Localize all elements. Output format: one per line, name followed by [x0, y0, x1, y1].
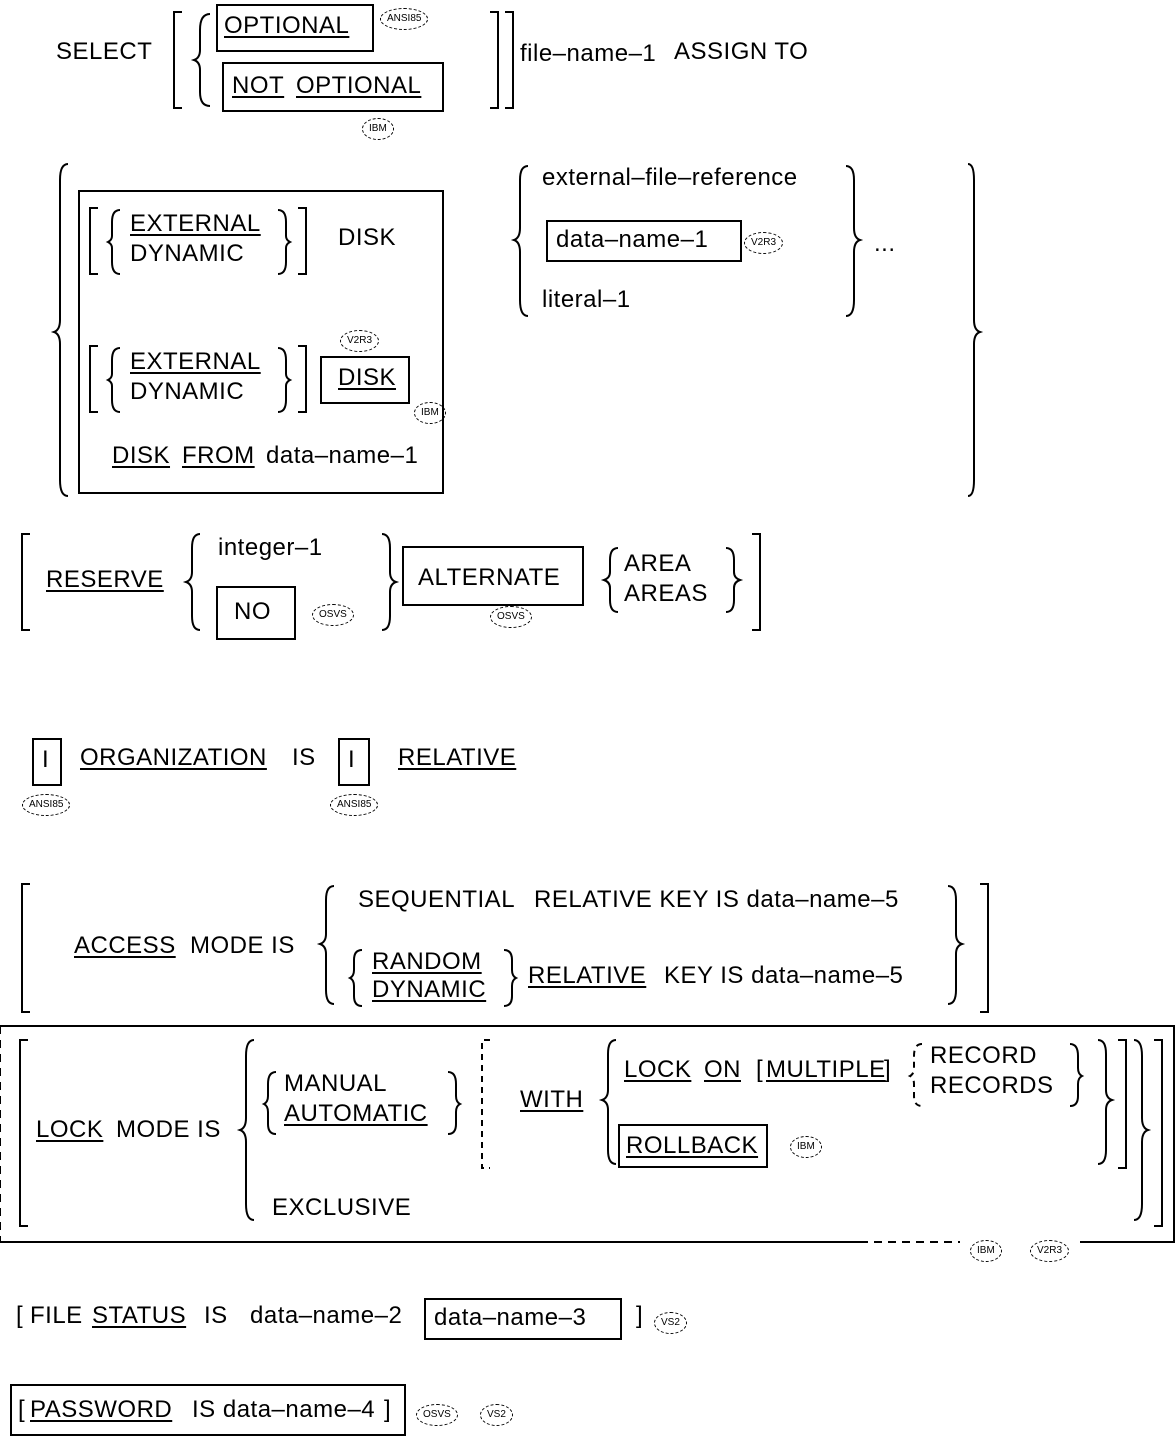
password-is-data-name-4: IS data–name–4: [192, 1396, 376, 1423]
disk-keyword-3: DISK: [112, 442, 171, 469]
data-name-1-a: data–name–1: [266, 442, 419, 469]
data-name-1-b: data–name–1: [556, 226, 709, 253]
bracket-open: [: [756, 1056, 764, 1083]
rollback-box: [618, 1124, 768, 1168]
data-name-3: data–name–3: [434, 1304, 587, 1331]
with-keyword: WITH: [520, 1086, 584, 1113]
is-keyword: IS: [292, 744, 316, 771]
key-is-clause: KEY IS data–name–5: [664, 962, 904, 989]
status-is: IS: [204, 1302, 228, 1329]
vsam-badge: V2R3: [340, 330, 380, 352]
disk-keyword-1: DISK: [338, 224, 397, 251]
manual-keyword: MANUAL: [284, 1070, 388, 1097]
relative-key-clause-1: RELATIVE KEY IS data–name–5: [534, 886, 899, 913]
literal-1: literal–1: [542, 286, 631, 313]
dynamic-keyword-1: DYNAMIC: [130, 240, 245, 267]
data-name-3-box: [424, 1298, 622, 1340]
bracket-open-2: [: [16, 1302, 24, 1329]
reserve-keyword: RESERVE: [46, 566, 164, 593]
ansi-badge-3: ANSI85: [330, 794, 379, 816]
disk-box: [320, 356, 410, 404]
assign-options-box: [78, 190, 444, 494]
password-box: [10, 1384, 406, 1436]
ibm-badge: IBM: [362, 118, 394, 140]
exclusive-keyword: EXCLUSIVE: [272, 1194, 412, 1221]
assign-to-keyword: ASSIGN TO: [674, 38, 809, 65]
random-keyword: RANDOM: [372, 948, 482, 975]
marker-box-1: [32, 738, 62, 786]
areas-keyword: AREAS: [624, 580, 708, 607]
lock-on-lock: LOCK: [624, 1056, 692, 1083]
vs2-badge-2: VS2: [480, 1404, 513, 1426]
dynamic-keyword-3: DYNAMIC: [372, 976, 487, 1003]
v2r3-badge: V2R3: [744, 232, 784, 254]
osvs-badge-3: OSVS: [416, 1404, 458, 1426]
mode-is-keyword: MODE IS: [190, 932, 295, 959]
organization-keyword: ORGANIZATION: [80, 744, 267, 771]
ansi-badge: ANSI85: [380, 8, 429, 30]
ibm-badge-3: IBM: [790, 1136, 822, 1158]
dynamic-keyword-2: DYNAMIC: [130, 378, 245, 405]
from-keyword: FROM: [182, 442, 255, 469]
alternate-box: [402, 546, 584, 606]
lock-mode-is: MODE IS: [116, 1116, 221, 1143]
record-keyword: RECORD: [930, 1042, 1038, 1069]
bracket-close-3: ]: [384, 1396, 392, 1423]
relative-keyword-2: RELATIVE: [528, 962, 647, 989]
alternate-keyword: ALTERNATE: [418, 564, 561, 591]
access-keyword: ACCESS: [74, 932, 176, 959]
optional-keyword: OPTIONAL: [224, 12, 350, 39]
not-optional-box: [222, 62, 444, 112]
osvs-badge-2: OSVS: [490, 606, 532, 628]
no-box: [216, 586, 296, 640]
external-keyword-2: EXTERNAL: [130, 348, 261, 375]
multiple-keyword: MULTIPLE: [766, 1056, 886, 1083]
status-keyword: STATUS: [92, 1302, 187, 1329]
password-keyword: PASSWORD: [30, 1396, 173, 1423]
file-keyword: FILE: [30, 1302, 83, 1329]
integer-1: integer–1: [218, 534, 323, 561]
not-optional-keyword: OPTIONAL: [296, 72, 422, 99]
bracket-close: ]: [884, 1056, 892, 1083]
no-keyword: NO: [234, 598, 271, 625]
vs2-badge: VS2: [654, 1312, 687, 1334]
disk-keyword-2: DISK: [338, 364, 397, 391]
ellipsis: ...: [874, 230, 896, 257]
data-name-1-box: [546, 220, 742, 262]
rollback-keyword: ROLLBACK: [626, 1132, 759, 1159]
optional-box: [216, 4, 374, 52]
records-keyword: RECORDS: [930, 1072, 1054, 1099]
ibm-badge-2: IBM: [414, 402, 446, 424]
ibm-badge-4: IBM: [970, 1240, 1002, 1262]
automatic-keyword: AUTOMATIC: [284, 1100, 428, 1127]
ansi-badge-2: ANSI85: [22, 794, 71, 816]
external-file-reference: external–file–reference: [542, 164, 798, 191]
area-keyword: AREA: [624, 550, 692, 577]
select-keyword: SELECT: [56, 38, 153, 65]
lock-keyword: LOCK: [36, 1116, 104, 1143]
bracket-close-2: ]: [636, 1302, 644, 1329]
marker-box-2: [338, 738, 370, 786]
osvs-badge: OSVS: [312, 604, 354, 626]
bracket-open-3: [: [18, 1396, 26, 1423]
file-name-1: file–name–1: [520, 40, 657, 67]
lock-on-on: ON: [704, 1056, 741, 1083]
marker-1: I: [42, 746, 50, 773]
not-keyword: NOT: [232, 72, 285, 99]
sequential-keyword: SEQUENTIAL: [358, 886, 516, 913]
external-keyword-1: EXTERNAL: [130, 210, 261, 237]
data-name-2: data–name–2: [250, 1302, 403, 1329]
v2r3-badge-2: V2R3: [1030, 1240, 1070, 1262]
marker-2: I: [348, 746, 356, 773]
relative-keyword: RELATIVE: [398, 744, 517, 771]
